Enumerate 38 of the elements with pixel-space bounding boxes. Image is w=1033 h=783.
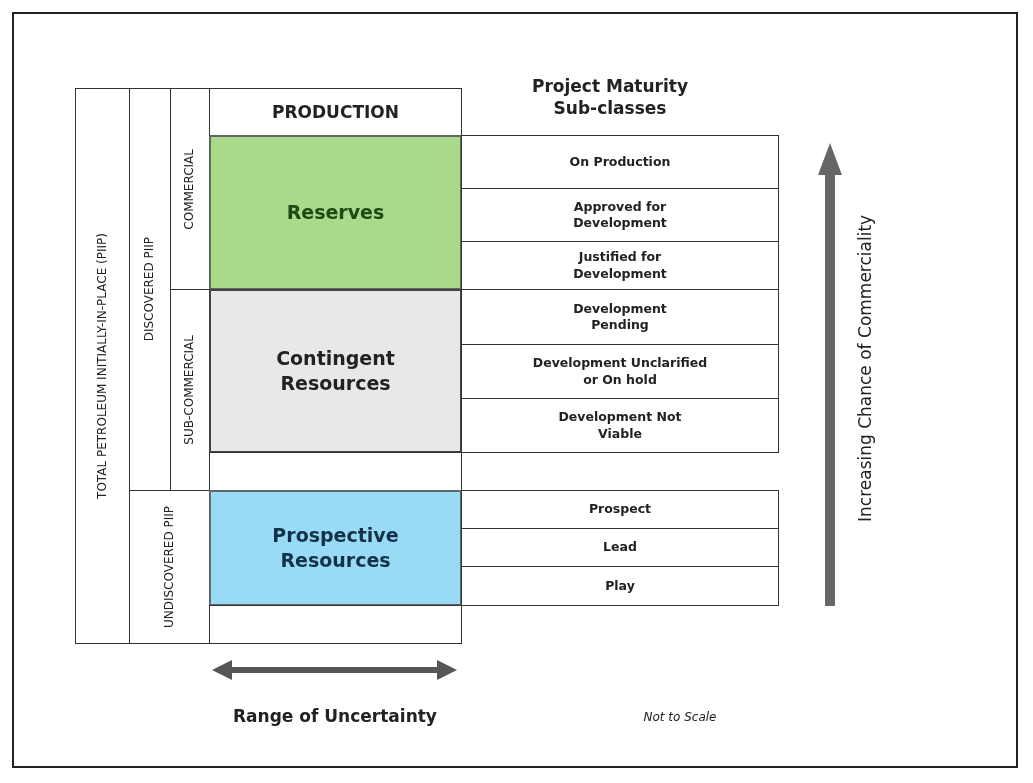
subclass-box xyxy=(461,398,779,453)
node-text: UNDISCOVERED PIIP xyxy=(161,505,177,629)
subclass-box xyxy=(461,241,779,290)
note: Not to Scale xyxy=(642,710,718,726)
node-text: PRODUCTION xyxy=(272,100,399,124)
node-text: Play xyxy=(605,577,635,595)
node-text: Development Not Viable xyxy=(557,409,683,442)
node-text: DISCOVERED PIIP xyxy=(142,237,158,342)
class-box xyxy=(209,490,462,606)
node-text: Contingent Resources xyxy=(275,346,396,396)
axis-label: Increasing Chance of Commerciality xyxy=(854,213,876,524)
node-text: Development Pending xyxy=(572,300,668,334)
subclass-box xyxy=(461,344,779,399)
subclass-box xyxy=(461,490,779,529)
node-text: Prospective Resources xyxy=(271,523,400,573)
node-text: Prospect xyxy=(588,501,652,518)
subclass-box xyxy=(461,566,779,606)
node-text: Approved for Development xyxy=(572,198,668,232)
node-text: TOTAL PETROLEUM INITIALLY-IN-PLACE (PIIP) xyxy=(94,233,110,499)
axis-label: Range of Uncertainty xyxy=(232,705,438,728)
empty-row xyxy=(209,452,462,491)
column-header xyxy=(209,88,462,136)
column-header: Project Maturity Sub-classes xyxy=(530,75,689,120)
class-box xyxy=(209,289,462,453)
subclass-box xyxy=(461,528,779,567)
node-text: Justified for Development xyxy=(572,249,668,282)
subclass-box xyxy=(461,289,779,345)
node-text: On Production xyxy=(569,153,671,171)
subclass-box xyxy=(461,135,779,189)
node-text: SUB-COMMERCIAL xyxy=(182,335,198,445)
class-box xyxy=(209,135,462,290)
node-text: Development Unclarified or On hold xyxy=(531,355,709,388)
category-label xyxy=(75,88,130,644)
node-text: COMMERCIAL xyxy=(182,148,198,230)
subclass-box xyxy=(461,188,779,242)
empty-row xyxy=(209,605,462,644)
node-text: Lead xyxy=(603,539,637,556)
node-text: Reserves xyxy=(286,200,385,225)
